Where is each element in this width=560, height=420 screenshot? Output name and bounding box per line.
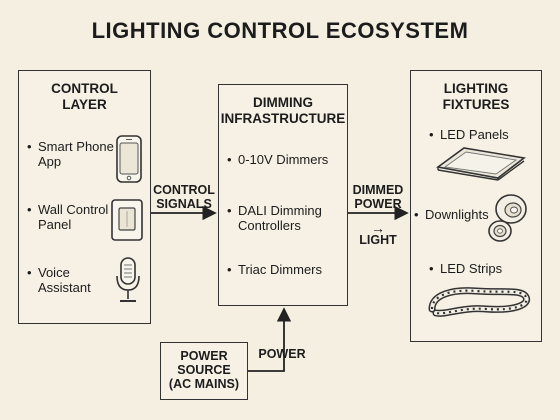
power-source-box: POWER SOURCE (AC MAINS) <box>160 342 248 400</box>
control-item-smartphone-line2: App <box>38 154 62 169</box>
smartphone-icon <box>116 135 142 183</box>
dimmed-power-label: DIMMED POWER <box>349 183 407 211</box>
led-strip-icon <box>428 287 531 317</box>
control-item-voice-line1: Voice <box>38 265 70 280</box>
light-arrow-icon: → <box>371 220 385 236</box>
dimming-item-triac-line1: Triac Dimmers <box>238 262 323 277</box>
power-source-label: POWER SOURCE (AC MAINS) <box>161 349 247 391</box>
diagram-title: LIGHTING CONTROL ECOSYSTEM <box>91 18 469 43</box>
downlight-icon <box>488 194 527 242</box>
dimmed-power-line2: POWER <box>354 197 402 211</box>
fixture-item-downlights-line1: Downlights <box>425 207 489 222</box>
fixtures-heading: LIGHTING FIXTURES <box>411 81 541 113</box>
dimming-item-dali-line2: Controllers <box>238 218 301 233</box>
light-label: LIGHT <box>359 233 397 247</box>
led-panel-icon <box>436 147 526 181</box>
dimming-item-dali: DALI Dimming Controllers <box>227 203 322 233</box>
dimming-item-dali-line1: DALI Dimming <box>238 203 322 218</box>
control-item-smartphone-line1: Smart Phone <box>38 139 114 154</box>
control-layer-heading-line2: LAYER <box>62 97 107 112</box>
dimming-item-0-10v-line1: 0-10V Dimmers <box>238 152 329 167</box>
control-item-wall-panel-line2: Panel <box>38 217 72 232</box>
control-item-voice: Voice Assistant <box>27 265 91 295</box>
dimming-item-triac: Triac Dimmers <box>227 262 323 277</box>
dimmed-power-line1: DIMMED <box>352 183 404 197</box>
power-source-line2: SOURCE <box>177 363 231 377</box>
control-item-wall-panel: Wall Control Panel <box>27 202 109 232</box>
dimming-item-0-10v: 0-10V Dimmers <box>227 152 329 167</box>
control-layer-heading-line1: CONTROL <box>51 81 118 96</box>
dimming-heading-line2: INFRASTRUCTURE <box>220 111 346 126</box>
control-item-smartphone: Smart Phone App <box>27 139 114 169</box>
fixtures-heading-line1: LIGHTING <box>443 81 509 96</box>
fixture-item-led-panels-line1: LED Panels <box>440 127 509 142</box>
power-label: POWER <box>258 347 306 361</box>
fixture-item-led-panels: LED Panels <box>429 127 509 142</box>
dimming-heading: DIMMING INFRASTRUCTURE <box>219 95 347 127</box>
control-layer-heading: CONTROL LAYER <box>19 81 150 113</box>
control-signals-label: CONTROL SIGNALS <box>152 183 216 211</box>
control-item-voice-line2: Assistant <box>38 280 91 295</box>
fixture-item-led-strips-line1: LED Strips <box>440 261 503 276</box>
fixtures-heading-line2: FIXTURES <box>442 97 510 112</box>
fixture-item-led-strips: LED Strips <box>429 261 503 276</box>
control-item-wall-panel-line1: Wall Control <box>38 202 109 217</box>
dimming-heading-line1: DIMMING <box>253 95 313 110</box>
power-arrow <box>248 307 292 372</box>
fixture-item-downlights: Downlights <box>414 207 489 222</box>
power-source-line3: (AC MAINS) <box>168 377 240 391</box>
power-source-line1: POWER <box>180 349 228 363</box>
control-signals-line1: CONTROL <box>153 183 215 197</box>
microphone-icon <box>116 257 140 302</box>
wall-panel-icon <box>111 199 143 241</box>
control-signals-line2: SIGNALS <box>156 197 212 211</box>
